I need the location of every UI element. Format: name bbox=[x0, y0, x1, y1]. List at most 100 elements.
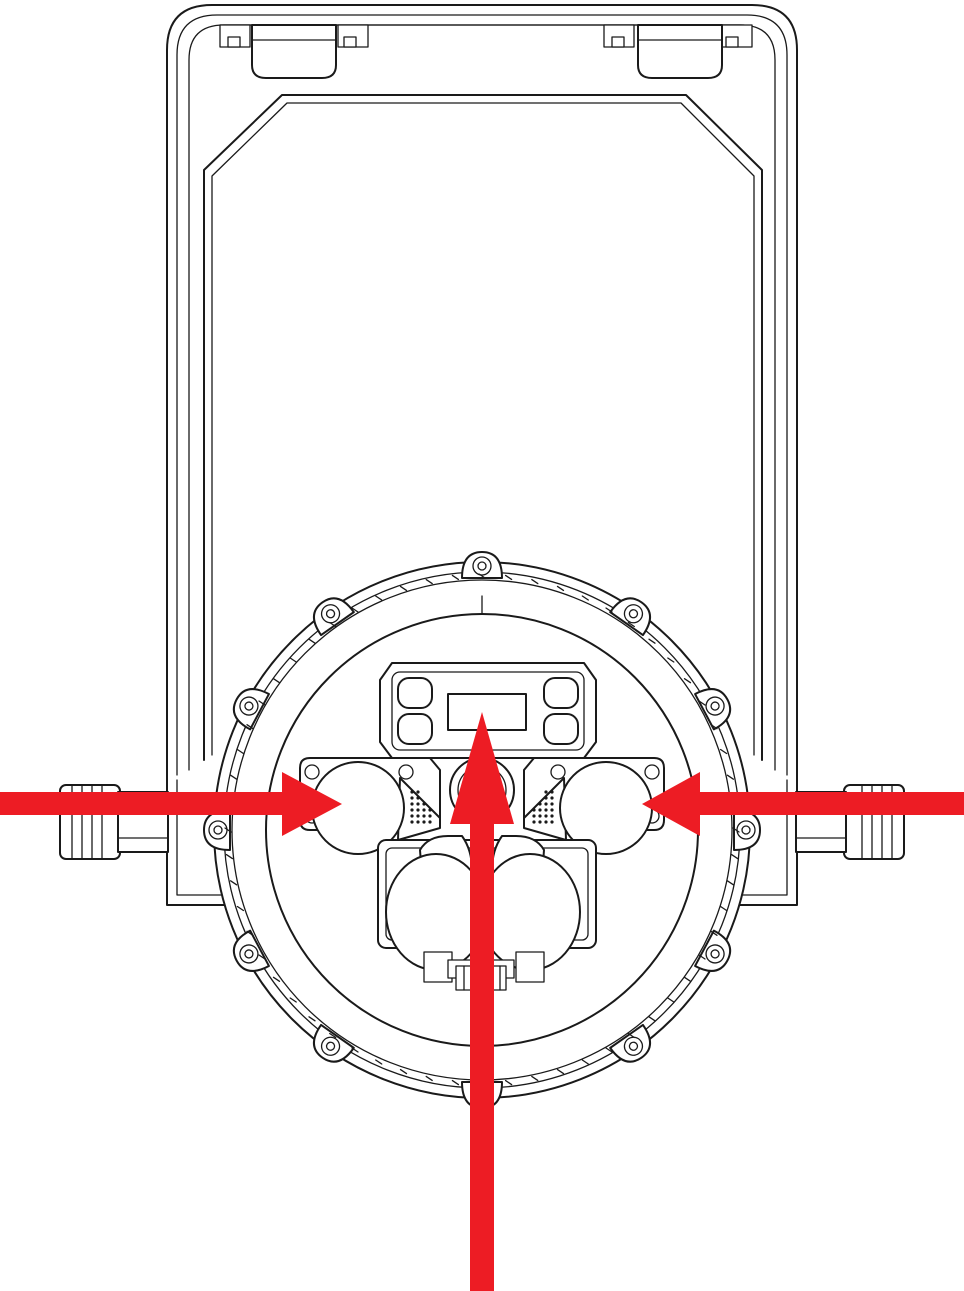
grip-dot bbox=[428, 808, 432, 812]
fastener-lug bbox=[232, 688, 270, 731]
fastener-lug bbox=[609, 1023, 652, 1063]
grip-dot bbox=[544, 790, 548, 794]
grip-dot bbox=[544, 808, 548, 812]
lcd-display bbox=[447, 693, 527, 731]
rim-tick bbox=[710, 724, 718, 730]
housing-rim-texture bbox=[224, 573, 740, 1087]
grip-dot bbox=[538, 814, 542, 818]
housing-fastener-lugs bbox=[203, 551, 761, 1109]
grip-dot bbox=[416, 802, 420, 806]
grip-dot bbox=[532, 808, 536, 812]
arrow-left bbox=[0, 772, 342, 836]
rim-tick bbox=[719, 905, 728, 912]
menu-buttons bbox=[397, 677, 579, 745]
rim-tick bbox=[451, 574, 460, 581]
grip-dot bbox=[538, 808, 542, 812]
grip-dot bbox=[550, 814, 554, 818]
rim-tick bbox=[272, 678, 281, 684]
rim-tick bbox=[451, 1079, 460, 1086]
rim-tick bbox=[289, 997, 297, 1003]
rim-tick bbox=[329, 621, 337, 628]
grip-dot bbox=[538, 802, 542, 806]
button-bottom-right bbox=[543, 713, 579, 745]
arrow-right bbox=[642, 772, 964, 836]
rim-tick bbox=[698, 954, 706, 960]
button-top-left bbox=[397, 677, 433, 709]
fastener-lug bbox=[694, 929, 732, 972]
rim-tick bbox=[531, 578, 539, 585]
rim-tick bbox=[683, 976, 692, 982]
rim-tick bbox=[224, 827, 232, 833]
grip-dot bbox=[410, 790, 414, 794]
rim-tick bbox=[648, 1016, 656, 1022]
rim-tick bbox=[627, 1032, 635, 1039]
grip-dot bbox=[410, 820, 414, 824]
rim-tick bbox=[605, 1047, 613, 1053]
rim-tick bbox=[225, 853, 234, 860]
rim-tick bbox=[246, 724, 254, 730]
rim-tick bbox=[425, 578, 433, 585]
grip-dot bbox=[416, 790, 420, 794]
rim-tick bbox=[531, 1075, 539, 1082]
rim-tick bbox=[698, 700, 706, 706]
rim-tick bbox=[726, 774, 735, 780]
rim-tick bbox=[667, 657, 675, 663]
power-connector-right bbox=[479, 835, 581, 983]
rim-tick bbox=[351, 607, 359, 613]
rim-tick bbox=[236, 905, 245, 912]
rim-tick bbox=[605, 607, 613, 613]
grip-dot bbox=[422, 802, 426, 806]
fastener-lug bbox=[232, 929, 270, 972]
left-round-connector bbox=[311, 761, 441, 855]
rim-tick bbox=[627, 621, 635, 628]
fastener-lug bbox=[609, 597, 652, 637]
grip-dot bbox=[544, 796, 548, 800]
rim-tick bbox=[732, 827, 740, 833]
rim-tick bbox=[683, 678, 692, 684]
fastener-lug bbox=[203, 809, 231, 851]
rim-tick bbox=[425, 1075, 433, 1082]
grip-dot bbox=[428, 814, 432, 818]
rim-tick bbox=[236, 748, 245, 755]
fastener-lug bbox=[694, 688, 732, 731]
rim-tick bbox=[478, 573, 486, 579]
rim-tick bbox=[556, 1068, 565, 1075]
rim-tick bbox=[581, 1059, 589, 1065]
grip-dot bbox=[422, 814, 426, 818]
rim-tick bbox=[246, 930, 254, 936]
rim-tick bbox=[730, 853, 739, 860]
rim-tick bbox=[272, 976, 281, 982]
grip-dot bbox=[416, 820, 420, 824]
fastener-lug bbox=[461, 551, 503, 579]
rim-tick bbox=[329, 1032, 337, 1039]
grip-dot bbox=[544, 820, 548, 824]
rim-tick bbox=[667, 997, 675, 1003]
grip-dot bbox=[422, 820, 426, 824]
yoke-bracket bbox=[166, 4, 798, 906]
grip-dot bbox=[550, 808, 554, 812]
rim-tick bbox=[719, 748, 728, 755]
button-bottom-left bbox=[397, 713, 433, 745]
yoke-top-clip-left bbox=[219, 24, 369, 79]
rim-tick bbox=[375, 1059, 383, 1065]
rim-tick bbox=[648, 638, 656, 644]
rim-tick bbox=[556, 585, 565, 592]
rim-tick bbox=[375, 595, 383, 601]
grip-dot bbox=[550, 802, 554, 806]
grip-dot bbox=[550, 820, 554, 824]
rim-tick bbox=[258, 700, 266, 706]
power-connector-left bbox=[385, 835, 487, 983]
grip-dot bbox=[532, 820, 536, 824]
rim-tick bbox=[351, 1047, 359, 1053]
rim-tick bbox=[258, 954, 266, 960]
grip-dot bbox=[532, 814, 536, 818]
rim-tick bbox=[229, 774, 238, 780]
rim-tick bbox=[504, 574, 513, 581]
fastener-lug bbox=[312, 597, 355, 637]
rim-tick bbox=[229, 880, 238, 886]
grip-dot bbox=[416, 796, 420, 800]
rim-tick bbox=[581, 595, 589, 601]
grip-dot bbox=[544, 802, 548, 806]
grip-dot bbox=[544, 814, 548, 818]
